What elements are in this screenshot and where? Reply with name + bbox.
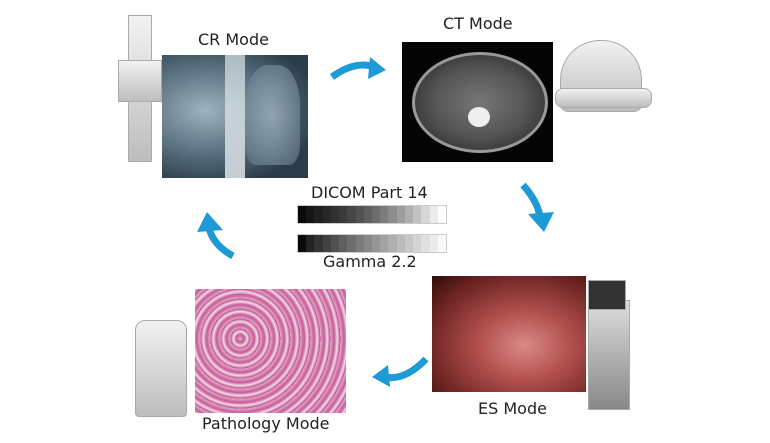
arrow-es-to-pathology-icon xyxy=(372,356,429,387)
arrow-pathology-to-cr-icon xyxy=(197,212,235,260)
cr-xray-image xyxy=(162,55,308,178)
pathology-mode-label: Pathology Mode xyxy=(202,414,330,433)
microscope xyxy=(135,320,187,417)
ct-scan-image xyxy=(402,42,553,162)
endoscopy-image xyxy=(432,276,586,392)
arrow-cr-to-ct-icon xyxy=(329,57,386,80)
pathology-slide-image xyxy=(195,289,346,413)
es-mode-label: ES Mode xyxy=(478,399,547,418)
dicom-label: DICOM Part 14 xyxy=(311,183,428,202)
gamma-grayscale-bar xyxy=(297,234,447,253)
dicom-grayscale-bar xyxy=(297,205,447,224)
gamma-label: Gamma 2.2 xyxy=(323,252,417,271)
ct-mode-label: CT Mode xyxy=(443,14,513,33)
ct-table xyxy=(555,88,652,108)
cr-detector xyxy=(118,60,162,102)
endoscopy-monitor xyxy=(588,280,626,310)
cr-mode-label: CR Mode xyxy=(198,30,269,49)
arrow-ct-to-es-icon xyxy=(520,182,554,232)
endoscopy-tower xyxy=(588,300,630,410)
